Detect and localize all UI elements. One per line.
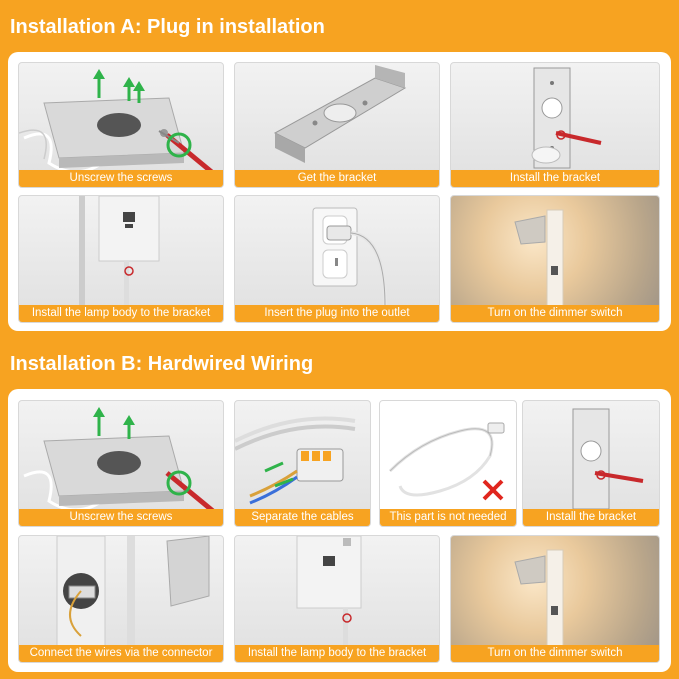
step-a5-caption: Insert the plug into the outlet <box>235 305 439 322</box>
lamp-base-screws-illustration <box>19 69 221 180</box>
step-a4-tile: Install the lamp body to the bracket <box>18 195 224 323</box>
step-a2-caption: Get the bracket <box>235 170 439 187</box>
step-a1-tile: Unscrew the screws <box>18 62 224 188</box>
step-a5-tile: Insert the plug into the outlet <box>234 195 440 323</box>
step-b4-caption: Install the bracket <box>523 509 659 526</box>
step-a3-caption: Install the bracket <box>451 170 659 187</box>
section-a-title: Installation A: Plug in installation <box>10 16 325 38</box>
arrow-up-icon <box>93 407 105 436</box>
arrow-right-icon <box>264 461 284 473</box>
step-b2-caption: Separate the cables <box>235 509 370 526</box>
arrow-up-icon <box>123 415 135 439</box>
cross-icon <box>482 479 504 501</box>
step-b6-caption: Install the lamp body to the bracket <box>235 645 439 662</box>
step-b5-caption: Connect the wires via the connector <box>19 645 223 662</box>
section-b-title: Installation B: Hardwired Wiring <box>10 353 314 375</box>
bracket-on-wall-illustration <box>531 67 602 169</box>
metal-bracket-illustration <box>273 65 407 163</box>
step-b7-tile: Turn on the dimmer switch <box>450 535 660 663</box>
step-a3-tile: Install the bracket <box>450 62 660 188</box>
plug-cable-illustration <box>388 422 505 501</box>
wire-connector-illustration <box>235 416 356 505</box>
step-a6-tile: Turn on the dimmer switch <box>450 195 660 323</box>
step-a1-caption: Unscrew the screws <box>19 170 223 187</box>
rotate-arrow-icon <box>166 470 192 496</box>
step-b1-tile: Unscrew the screws <box>18 400 224 527</box>
lamp-body-mount-illustration <box>79 196 160 306</box>
step-b7-caption: Turn on the dimmer switch <box>451 645 659 662</box>
step-a6-caption: Turn on the dimmer switch <box>451 305 659 322</box>
step-b1-caption: Unscrew the screws <box>19 509 223 526</box>
step-a2-tile: Get the bracket <box>234 62 440 188</box>
lamp-body-mount-illustration <box>296 536 362 648</box>
step-b5-tile: Connect the wires via the connector <box>18 535 224 663</box>
section-b-panel: Unscrew the screws Separate the cables <box>8 389 671 672</box>
step-b2-tile: Separate the cables <box>234 400 371 527</box>
arrow-up-icon <box>133 81 145 103</box>
rotate-arrow-icon <box>166 132 192 158</box>
step-b3-tile: This part is not needed <box>379 400 517 527</box>
step-b3-caption: This part is not needed <box>380 509 516 526</box>
arrow-up-icon <box>93 69 105 98</box>
lamp-lit-illustration <box>514 549 564 647</box>
step-b6-tile: Install the lamp body to the bracket <box>234 535 440 663</box>
section-a-panel: Unscrew the screws Get the bracket Insta… <box>8 52 671 331</box>
outlet-plug-illustration <box>312 207 387 307</box>
lamp-lit-illustration <box>514 209 564 322</box>
step-a4-caption: Install the lamp body to the bracket <box>19 305 223 322</box>
bracket-on-wall-illustration <box>572 408 644 510</box>
step-b4-tile: Install the bracket <box>522 400 660 527</box>
arrow-right-icon <box>274 477 294 488</box>
lamp-base-screws-illustration <box>23 407 221 518</box>
arrow-up-icon <box>123 77 135 101</box>
wiring-connector-illustration <box>56 536 210 649</box>
